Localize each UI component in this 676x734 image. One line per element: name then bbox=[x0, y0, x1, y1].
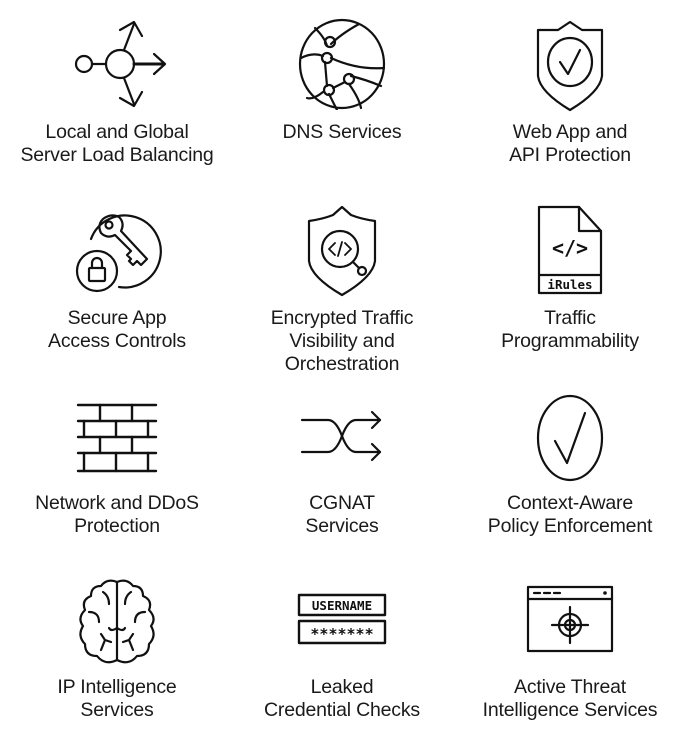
tile-label: Leaked Credential Checks bbox=[229, 676, 455, 722]
tile-label: Network and DDoS Protection bbox=[4, 492, 230, 538]
tile-label: Secure App Access Controls bbox=[4, 307, 230, 353]
label-line: IP Intelligence bbox=[57, 676, 177, 698]
label-line: Secure App bbox=[67, 307, 167, 329]
label-line: Visibility and bbox=[289, 330, 395, 352]
label-line: Policy Enforcement bbox=[487, 515, 653, 537]
irules-file-label: iRules bbox=[547, 277, 592, 292]
label-line: API Protection bbox=[509, 144, 631, 166]
tile-label: Web App and API Protection bbox=[457, 121, 676, 167]
label-line: Leaked bbox=[310, 676, 374, 698]
label-line: Encrypted Traffic bbox=[270, 307, 414, 329]
label-line: Traffic bbox=[544, 307, 596, 329]
label-line: Access Controls bbox=[48, 330, 186, 352]
load-balancer-arrows-icon bbox=[62, 18, 172, 110]
code-glyph: </> bbox=[552, 236, 588, 260]
label-line: Services bbox=[80, 699, 154, 721]
tile-label: IP Intelligence Services bbox=[4, 676, 230, 722]
dns-globe-network-icon bbox=[297, 18, 387, 110]
irules-code-file-icon: </> iRules bbox=[535, 205, 605, 295]
shuffle-arrows-icon bbox=[300, 408, 384, 464]
tile-label: CGNAT Services bbox=[229, 492, 455, 538]
key-lock-icon bbox=[71, 205, 163, 297]
label-line: Network and DDoS bbox=[35, 492, 199, 514]
label-line: Server Load Balancing bbox=[20, 144, 214, 166]
shield-code-magnifier-icon bbox=[305, 205, 379, 297]
tile-label: DNS Services bbox=[229, 121, 455, 144]
label-line: Protection bbox=[74, 515, 160, 537]
label-line: Orchestration bbox=[284, 353, 400, 375]
label-line: Credential Checks bbox=[264, 699, 420, 721]
browser-target-icon bbox=[526, 585, 614, 653]
circle-check-icon bbox=[535, 393, 605, 483]
brain-icon bbox=[75, 578, 159, 666]
tile-label: Encrypted Traffic Visibility and Orchest… bbox=[229, 307, 455, 376]
label-line: Intelligence Services bbox=[482, 699, 658, 721]
label-line: Programmability bbox=[501, 330, 639, 352]
label-line: Active Threat bbox=[514, 676, 626, 698]
tile-label: Local and Global Server Load Balancing bbox=[4, 121, 230, 167]
shield-check-icon bbox=[530, 18, 610, 112]
label-line: Services bbox=[305, 515, 379, 537]
tile-label: Context-Aware Policy Enforcement bbox=[457, 492, 676, 538]
label-line: DNS Services bbox=[282, 121, 402, 143]
label-line: Context-Aware bbox=[506, 492, 634, 514]
brick-wall-firewall-icon bbox=[76, 403, 158, 473]
label-line: Local and Global bbox=[45, 121, 189, 143]
label-line: CGNAT bbox=[309, 492, 375, 514]
login-credentials-icon: USERNAME ******* bbox=[297, 593, 387, 645]
tile-label: Active Threat Intelligence Services bbox=[457, 676, 676, 722]
tile-label: Traffic Programmability bbox=[457, 307, 676, 353]
password-field-text: ******* bbox=[310, 625, 373, 643]
label-line: Web App and bbox=[512, 121, 628, 143]
username-field-text: USERNAME bbox=[312, 598, 372, 613]
